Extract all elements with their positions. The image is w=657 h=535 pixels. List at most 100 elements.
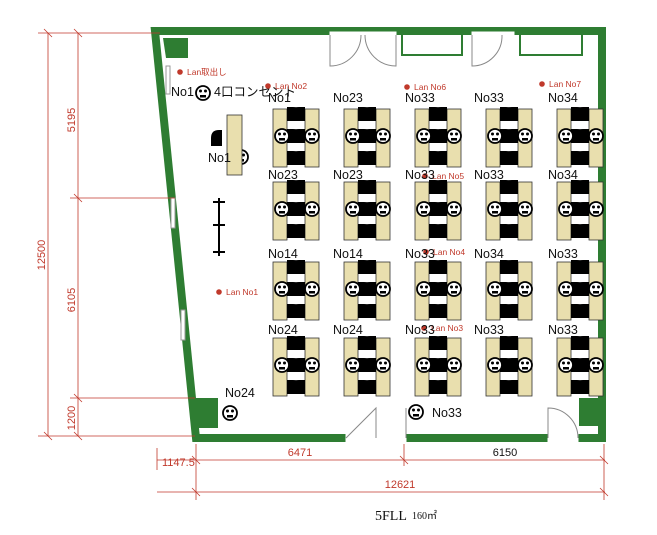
chair <box>290 180 305 194</box>
phone-icon <box>487 281 503 297</box>
phone-icon <box>304 281 320 297</box>
floor-area: 160㎡ <box>412 510 437 522</box>
chair <box>574 180 589 194</box>
lan-outlet: Lan取出し <box>177 67 227 77</box>
chair <box>574 304 589 318</box>
lan-outlet: Lan No5 <box>422 171 464 181</box>
desk-label: No33 <box>405 247 435 261</box>
phone-icon <box>558 201 574 217</box>
chair <box>503 202 518 216</box>
desk-cluster <box>414 336 462 397</box>
chair <box>361 107 376 121</box>
lan-label: Lan取出し <box>187 67 227 77</box>
phone-icon <box>345 281 361 297</box>
phone-icon <box>375 281 391 297</box>
device-label-desk: No1 <box>208 151 231 165</box>
chair <box>432 336 447 350</box>
chair <box>432 202 447 216</box>
chair <box>503 304 518 318</box>
dim-right-width: 6150 <box>493 447 517 459</box>
phone-icon <box>487 357 503 373</box>
lan-dot <box>216 289 222 295</box>
chair <box>361 180 376 194</box>
lan-dot <box>539 81 545 87</box>
phone-icon <box>375 128 391 144</box>
desk-cluster <box>343 336 391 397</box>
desk-label: No24 <box>268 323 298 337</box>
chair <box>432 380 447 394</box>
chair <box>290 202 305 216</box>
lan-outlet: Lan No7 <box>539 79 581 89</box>
phone-icon <box>222 405 238 421</box>
phone-icon <box>416 201 432 217</box>
desk-label: No33 <box>405 168 435 182</box>
chair <box>361 202 376 216</box>
lan-label: Lan No3 <box>431 323 463 333</box>
chair <box>361 304 376 318</box>
phone-icon <box>487 128 503 144</box>
phone-icon <box>517 201 533 217</box>
chair <box>432 224 447 238</box>
chair <box>574 336 589 350</box>
phone-icon <box>558 357 574 373</box>
lan-dot <box>265 83 271 89</box>
chair <box>290 358 305 372</box>
desk-cluster <box>272 336 320 397</box>
desk-label: No33 <box>474 168 504 182</box>
phone-icon <box>375 201 391 217</box>
doors <box>329 31 579 443</box>
desk-cluster <box>556 107 604 168</box>
phone-icon <box>446 357 462 373</box>
dim-mid-width: 6471 <box>288 447 312 459</box>
lan-dot <box>423 249 429 255</box>
dim-left-width: 1147.5 <box>162 457 195 469</box>
lan-dot <box>177 69 183 75</box>
chair <box>503 380 518 394</box>
chair <box>503 282 518 296</box>
lan-label: Lan No7 <box>549 79 581 89</box>
chair <box>290 304 305 318</box>
chair <box>290 151 305 165</box>
chair <box>574 358 589 372</box>
desk-cluster <box>485 336 533 397</box>
dim-total-height: 12500 <box>36 240 48 271</box>
phone-icon <box>517 281 533 297</box>
desk-label: No23 <box>268 168 298 182</box>
chair <box>290 260 305 274</box>
chair <box>290 224 305 238</box>
chair <box>503 224 518 238</box>
lan-dot <box>421 325 427 331</box>
chair <box>574 202 589 216</box>
phone-icon <box>304 128 320 144</box>
dim-bottom-height: 1200 <box>66 406 78 430</box>
desk-label: No33 <box>474 91 504 105</box>
chair <box>574 224 589 238</box>
dim-top-height: 5195 <box>66 108 78 132</box>
phone-icon <box>588 128 604 144</box>
chair <box>361 224 376 238</box>
lan-outlet: Lan No1 <box>216 287 258 297</box>
phone-icon <box>588 357 604 373</box>
chair <box>503 107 518 121</box>
desk-cluster <box>556 180 604 241</box>
lan-dot <box>422 173 428 179</box>
chair <box>361 336 376 350</box>
desk-label: No14 <box>268 247 298 261</box>
lan-outlet: Lan No2 <box>265 81 307 91</box>
chair <box>432 129 447 143</box>
chair <box>290 336 305 350</box>
standalone-desk <box>211 114 243 176</box>
chair <box>574 151 589 165</box>
phone-icon <box>446 281 462 297</box>
chair <box>503 151 518 165</box>
phone-icon <box>345 357 361 373</box>
lan-label: Lan No1 <box>226 287 258 297</box>
chair <box>361 260 376 274</box>
desk-cluster <box>414 107 462 168</box>
lan-label: Lan No5 <box>432 171 464 181</box>
desk-label: No33 <box>548 323 578 337</box>
desk-label: No34 <box>548 91 578 105</box>
chair <box>432 180 447 194</box>
